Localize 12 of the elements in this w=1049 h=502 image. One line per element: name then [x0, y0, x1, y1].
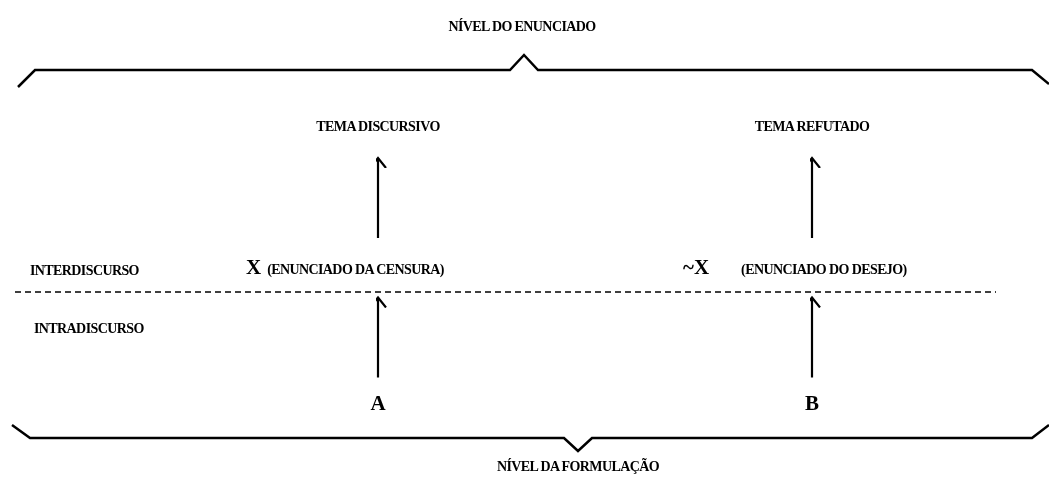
variable-letter: A [370, 394, 386, 412]
label-text: INTERDISCURSO [30, 262, 139, 280]
label-text: NÍVEL DO ENUNCIADO [448, 18, 596, 36]
node-text: TEMA DISCURSIVO [316, 118, 440, 136]
label-text: NÍVEL DA FORMULAÇÃO [496, 458, 660, 476]
node-text: TEMA REFUTADO [754, 118, 870, 136]
variable-letter: B [805, 394, 819, 412]
variable-letter: X [246, 258, 262, 276]
variable-letter: ~X [683, 258, 710, 276]
label-text: INTRADISCURSO [34, 320, 144, 338]
node-text: (ENUNCIADO DO DESEJO) [741, 261, 907, 279]
node-text: (ENUNCIADO DA CENSURA) [267, 261, 444, 279]
